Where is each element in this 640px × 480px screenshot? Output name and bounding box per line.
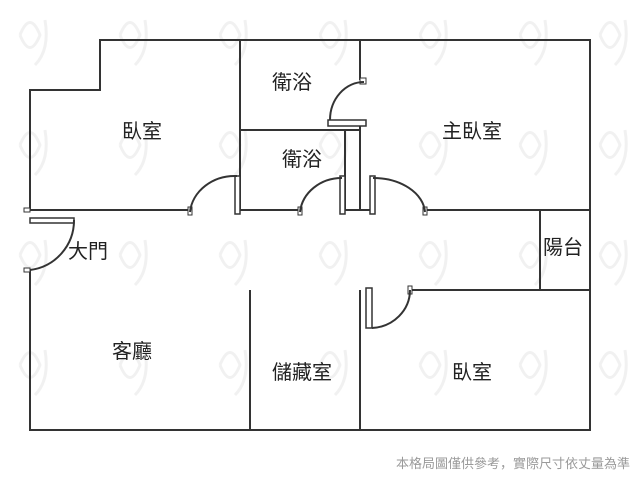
bedroom-bottom-door: [365, 285, 413, 329]
label-main-door: 大門: [68, 239, 108, 263]
master-bedroom-door: [369, 175, 428, 216]
bathroom-mid-door: [297, 175, 346, 216]
label-balcony: 陽台: [543, 235, 583, 259]
bedroom-left-door: [187, 174, 241, 216]
bathroom-top-door: [327, 77, 367, 127]
walls: [29, 39, 591, 431]
doors: [23, 77, 428, 329]
label-living-room: 客廳: [112, 339, 152, 363]
room-labels: 臥室 衛浴 衛浴 主臥室 大門 陽台 客廳 儲藏室 臥室: [68, 70, 583, 384]
label-bedroom-left: 臥室: [122, 119, 162, 143]
main-door: [23, 207, 76, 273]
label-bathroom-mid: 衛浴: [282, 147, 322, 171]
label-storage-room: 儲藏室: [272, 360, 332, 384]
watermark-pattern: [18, 19, 628, 397]
label-master-bedroom: 主臥室: [442, 119, 502, 143]
disclaimer-text: 本格局圖僅供參考，實際尺寸依丈量為準: [395, 457, 630, 472]
label-bathroom-top: 衛浴: [272, 70, 312, 94]
label-bedroom-bottom: 臥室: [452, 360, 492, 384]
outer-wall: [29, 39, 591, 431]
